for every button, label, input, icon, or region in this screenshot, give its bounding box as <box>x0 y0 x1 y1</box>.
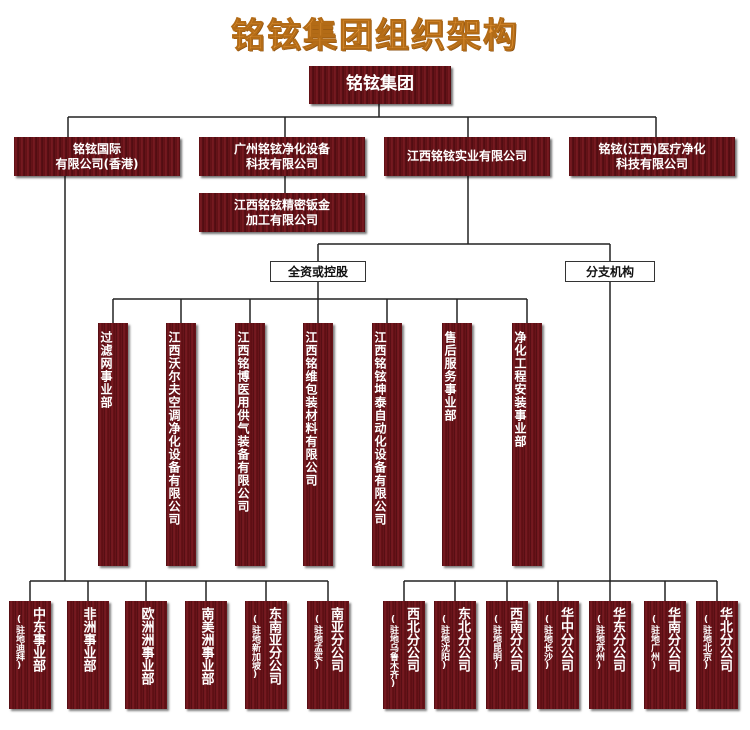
branch-northwest: 西北分公司 (驻地乌鲁木齐) <box>383 601 425 709</box>
overseas-south-asia: 南亚分公司 (驻地孟买) <box>307 601 349 709</box>
overseas-africa: 非洲事业部 <box>67 601 109 709</box>
unit-name: 华北分公司 <box>717 607 732 672</box>
overseas-south-america: 南美洲事业部 <box>185 601 227 709</box>
division-label: 江西铭铉坤泰自动化设备有限公司 <box>373 331 387 526</box>
group-holding-label: 全资或控股 <box>270 261 366 282</box>
division-label: 江西沃尔夫空调净化设备有限公司 <box>167 331 181 526</box>
unit-note: (驻地迪拜) <box>14 615 24 671</box>
unit-note: (驻地广州) <box>649 615 659 671</box>
unit-name: 西南分公司 <box>507 607 522 672</box>
node-jiangxi-company: 江西铭铉实业有限公司 <box>384 137 550 176</box>
unit-note: (驻地北京) <box>701 615 711 671</box>
group-branch-label: 分支机构 <box>565 261 655 282</box>
unit-note: (驻地孟买) <box>312 615 322 671</box>
branch-east: 华东分公司 (驻地苏州) <box>589 601 631 709</box>
unit-name: 南美洲事业部 <box>198 607 214 685</box>
unit-name: 东北分公司 <box>455 607 470 672</box>
node-line1: 铭铉国际 <box>72 141 121 156</box>
node-line2: 加工有限公司 <box>245 212 318 227</box>
node-line1: 广州铭铉净化设备 <box>233 141 330 156</box>
unit-note: (驻地昆明) <box>491 615 501 671</box>
division-service: 售后服务事业部 <box>442 323 472 566</box>
node-medical-company: 铭铉(江西)医疗净化 科技有限公司 <box>569 137 735 176</box>
unit-name: 南亚分公司 <box>328 607 343 672</box>
division-mingbo: 江西铭博医用供气装备有限公司 <box>235 323 265 566</box>
root-node: 铭铉集团 <box>309 66 451 104</box>
unit-name: 非洲事业部 <box>80 607 96 672</box>
chart-title: 铭铉集团组织架构 <box>231 16 519 57</box>
node-sheetmetal-company: 江西铭铉精密钣金 加工有限公司 <box>199 193 365 232</box>
node-line2: 科技有限公司 <box>615 156 688 171</box>
division-kuntai: 江西铭铉坤泰自动化设备有限公司 <box>372 323 402 566</box>
unit-name: 中东事业部 <box>30 607 45 672</box>
division-mingwei: 江西铭维包装材料有限公司 <box>303 323 333 566</box>
overseas-southeast-asia: 东南亚分公司 (驻地新加坡) <box>245 601 287 709</box>
branch-northeast: 东北分公司 (驻地沈阳) <box>434 601 476 709</box>
unit-note: (驻地新加坡) <box>250 615 260 680</box>
division-label: 过滤网事业部 <box>99 331 113 409</box>
unit-note: (驻地长沙) <box>542 615 552 671</box>
branch-south: 华南分公司 (驻地广州) <box>644 601 686 709</box>
unit-name: 华南分公司 <box>665 607 680 672</box>
unit-note: (驻地乌鲁木齐) <box>388 615 398 689</box>
node-guangzhou-company: 广州铭铉净化设备 科技有限公司 <box>199 137 365 176</box>
unit-note: (驻地沈阳) <box>439 615 449 671</box>
node-line1: 江西铭铉实业有限公司 <box>406 149 527 163</box>
root-label: 铭铉集团 <box>346 74 414 95</box>
unit-name: 华东分公司 <box>610 607 625 672</box>
unit-name: 欧洲洲事业部 <box>138 607 154 685</box>
node-line2: 有限公司(香港) <box>55 156 139 171</box>
unit-name: 西北分公司 <box>404 607 419 672</box>
branch-central: 华中分公司 (驻地长沙) <box>537 601 579 709</box>
overseas-middle-east: 中东事业部 (驻地迪拜) <box>9 601 51 709</box>
division-filter: 过滤网事业部 <box>98 323 128 566</box>
node-line1: 铭铉(江西)医疗净化 <box>598 141 706 156</box>
division-wolf: 江西沃尔夫空调净化设备有限公司 <box>166 323 196 566</box>
node-hk-company: 铭铉国际 有限公司(香港) <box>14 137 180 176</box>
division-installation: 净化工程安装事业部 <box>512 323 542 566</box>
division-label: 江西铭博医用供气装备有限公司 <box>236 331 250 513</box>
unit-note: (驻地苏州) <box>594 615 604 671</box>
node-line1: 江西铭铉精密钣金 <box>233 197 330 212</box>
division-label: 净化工程安装事业部 <box>513 331 527 448</box>
unit-name: 东南亚分公司 <box>266 607 281 685</box>
node-line2: 科技有限公司 <box>245 156 318 171</box>
branch-north: 华北分公司 (驻地北京) <box>696 601 738 709</box>
unit-name: 华中分公司 <box>558 607 573 672</box>
division-label: 售后服务事业部 <box>443 331 457 422</box>
branch-southwest: 西南分公司 (驻地昆明) <box>486 601 528 709</box>
division-label: 江西铭维包装材料有限公司 <box>304 331 318 487</box>
overseas-europe: 欧洲洲事业部 <box>125 601 167 709</box>
